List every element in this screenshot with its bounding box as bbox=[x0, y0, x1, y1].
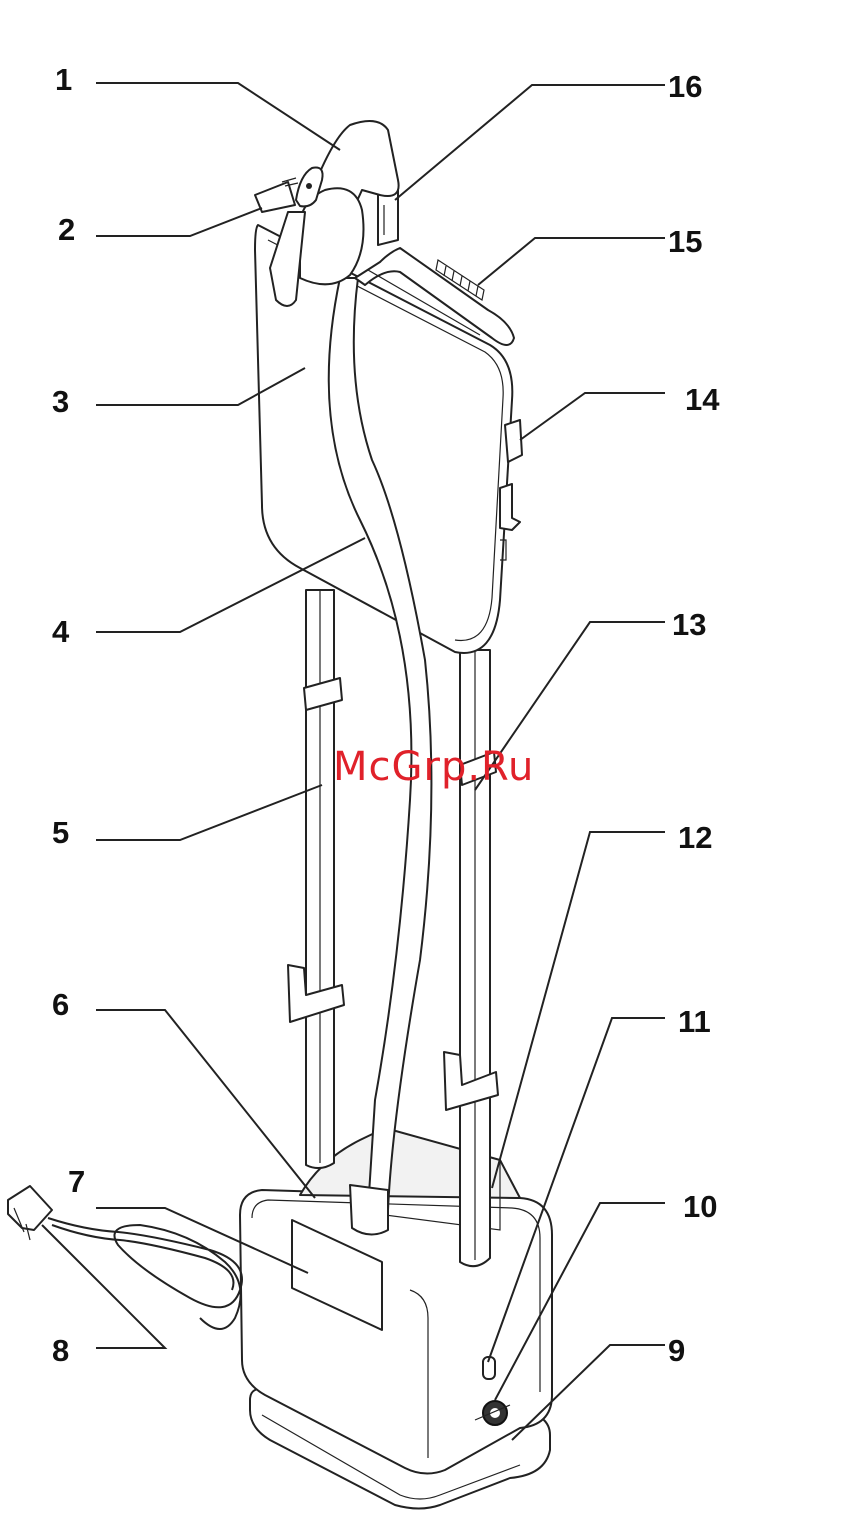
callout-9: 9 bbox=[668, 1333, 685, 1368]
callout-2: 2 bbox=[58, 212, 75, 247]
callout-4: 4 bbox=[52, 614, 70, 649]
callout-10: 10 bbox=[683, 1189, 717, 1224]
callout-6: 6 bbox=[52, 987, 69, 1022]
callout-1: 1 bbox=[55, 62, 72, 97]
callout-16: 16 bbox=[668, 69, 702, 104]
watermark-text: McGrp.Ru bbox=[333, 744, 534, 790]
brush-attachment bbox=[255, 178, 298, 212]
callout-14: 14 bbox=[685, 382, 720, 417]
callout-15: 15 bbox=[668, 224, 702, 259]
callout-12: 12 bbox=[678, 820, 712, 855]
callout-5: 5 bbox=[52, 815, 69, 850]
plug bbox=[8, 1186, 52, 1240]
callout-7: 7 bbox=[68, 1164, 85, 1199]
callout-8: 8 bbox=[52, 1333, 69, 1368]
callout-11: 11 bbox=[678, 1004, 711, 1039]
callout-3: 3 bbox=[52, 384, 69, 419]
telescopic-pole-right bbox=[460, 650, 490, 1266]
power-cord bbox=[48, 1218, 242, 1329]
telescopic-pole-left bbox=[306, 590, 334, 1168]
callout-13: 13 bbox=[672, 607, 706, 642]
